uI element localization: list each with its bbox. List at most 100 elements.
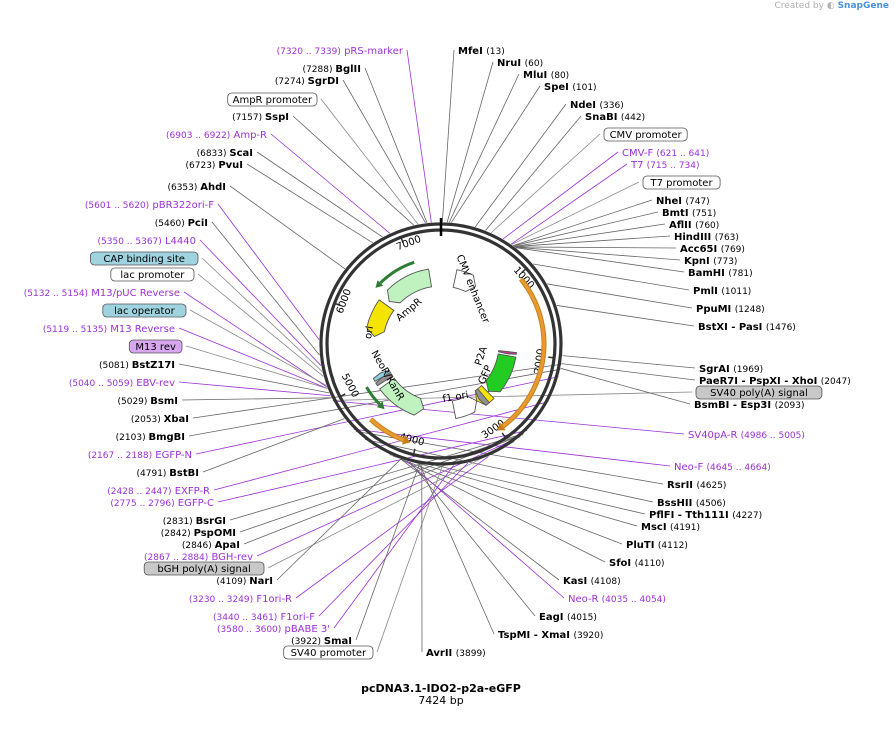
leader-bsrgi bbox=[229, 433, 524, 521]
map-title: pcDNA3.1-IDO2-p2a-eGFP 7424 bp bbox=[361, 682, 521, 707]
leader-f1ori-f bbox=[318, 462, 469, 617]
leader-exfp-r bbox=[213, 401, 549, 491]
feature-text: T7 promoter bbox=[650, 178, 714, 189]
enzyme-text: EagI (4015) bbox=[539, 612, 597, 623]
primer-text: (5040 .. 5059) EBV-rev bbox=[69, 378, 175, 389]
feature-text: SV40 promoter bbox=[291, 648, 367, 659]
label-bsshii: BssHII (4506) bbox=[657, 498, 726, 509]
enzyme-text: (2842) PspOMI bbox=[161, 528, 236, 539]
label-ahdi: (6353) AhdI bbox=[167, 182, 226, 193]
feature-text: AmpR promoter bbox=[233, 95, 313, 106]
leader-bsmi bbox=[181, 397, 332, 401]
enzyme-text: (4791) BstBI bbox=[137, 468, 200, 479]
leader-ndei bbox=[474, 103, 567, 228]
label-mlui: MluI (80) bbox=[523, 70, 569, 81]
leader-bstbi bbox=[202, 418, 345, 473]
primer-text: (2867 .. 2884) BGH-rev bbox=[144, 552, 253, 563]
label-tspmi-xmai: TspMI - XmaI (3920) bbox=[498, 630, 603, 641]
enzyme-text: AvrII (3899) bbox=[426, 648, 486, 659]
leader-sgrai bbox=[562, 355, 696, 369]
label-ppumi: PpuMI (1248) bbox=[696, 304, 765, 315]
label-bsmi: (5029) BsmI bbox=[117, 396, 178, 407]
backbone-outer bbox=[319, 222, 563, 466]
enzyme-text: (5081) BstZ17I bbox=[99, 360, 175, 371]
watermark-created-by: Created by bbox=[774, 1, 824, 11]
watermark: Created by ◐ SnapGene bbox=[774, 1, 889, 11]
leader-pmli bbox=[533, 263, 690, 291]
feature-box bbox=[603, 127, 688, 142]
plasmid-length: 7424 bp bbox=[418, 694, 463, 707]
leader-tspmi-xmai bbox=[419, 463, 495, 635]
leader-paer7i-pspxi-xhoi bbox=[561, 363, 696, 381]
leader-egfp-c bbox=[217, 429, 528, 503]
label-kpni: KpnI (773) bbox=[684, 256, 737, 267]
backbone-inner bbox=[325, 228, 557, 460]
feature-box bbox=[227, 92, 318, 107]
label-rsrii: RsrII (4625) bbox=[667, 480, 726, 491]
label-sgrai: SgrAI (1969) bbox=[699, 364, 763, 375]
enzyme-text: (3922) SmaI bbox=[291, 636, 352, 647]
label-t7-promoter: T7 promoter bbox=[642, 175, 721, 190]
enzyme-text: NdeI (336) bbox=[570, 100, 624, 111]
primer-text: (2775 .. 2796) EGFP-C bbox=[110, 498, 214, 509]
enzyme-text: PpuMI (1248) bbox=[696, 304, 765, 315]
leader-bgh-rev bbox=[256, 436, 521, 557]
enzyme-text: PaeR7I - PspXI - XhoI (2047) bbox=[699, 376, 851, 387]
enzyme-text: (7157) SspI bbox=[232, 112, 289, 123]
leader-ebv-rev bbox=[178, 381, 331, 397]
label-bmti: BmtI (751) bbox=[662, 208, 716, 219]
label-apai: (2846) ApaI bbox=[182, 540, 240, 551]
primer-text: (5350 .. 5367) L4440 bbox=[98, 236, 196, 247]
label-m13-rev: M13 rev bbox=[128, 339, 183, 354]
leader-msci bbox=[392, 455, 638, 527]
feature-box bbox=[695, 385, 823, 400]
leader-sv40-promoter bbox=[376, 465, 443, 653]
leader-aflii bbox=[514, 223, 666, 247]
leader-spei bbox=[451, 85, 541, 223]
leader-sspi bbox=[292, 115, 414, 226]
leader-bmti bbox=[513, 211, 659, 247]
primer-text: (5601 .. 5620) pBR322ori-F bbox=[85, 200, 214, 211]
feature-cmv-enhancer-arrow bbox=[452, 269, 477, 293]
label-scai: (6833) ScaI bbox=[197, 148, 253, 159]
tick-3000 bbox=[501, 432, 507, 439]
tick-label-6000: 6000 bbox=[335, 288, 354, 316]
primer-text: (3230 .. 3249) F1ori-R bbox=[189, 594, 292, 605]
orf-arc-2-head bbox=[401, 435, 411, 445]
feature-text: CMV promoter bbox=[610, 130, 683, 141]
enzyme-text: BamHI (781) bbox=[688, 268, 753, 279]
ampr-orf-arc bbox=[379, 260, 415, 285]
primer-text: (7320 .. 7339) pRS-marker bbox=[277, 46, 404, 57]
leader-eagi bbox=[409, 461, 536, 617]
leader-bsmbi-esp3i bbox=[560, 367, 691, 405]
enzyme-text: SfoI (4110) bbox=[609, 558, 665, 569]
leader-neo-r bbox=[406, 460, 565, 599]
leader-lac-promoter bbox=[197, 273, 324, 377]
enzyme-text: (6833) ScaI bbox=[197, 148, 253, 159]
label-m13-puc-reverse: (5132 .. 5154) M13/pUC Reverse bbox=[24, 288, 180, 299]
leader-nari bbox=[276, 458, 402, 581]
feature-box bbox=[128, 339, 183, 354]
leader-mfei bbox=[441, 49, 455, 223]
leader-nrui bbox=[446, 61, 494, 223]
neor-orf-arc-head bbox=[376, 401, 385, 410]
leader-bstxi-pasi bbox=[556, 305, 695, 327]
label-ebv-rev: (5040 .. 5059) EBV-rev bbox=[69, 378, 175, 389]
label-pcii: (5460) PciI bbox=[155, 218, 208, 229]
leader-acc65i bbox=[514, 246, 677, 249]
leader-smai bbox=[355, 463, 420, 641]
label-cmv-f: CMV-F (621 .. 641) bbox=[622, 148, 709, 159]
enzyme-text: NruI (60) bbox=[497, 58, 543, 69]
label-snabi: SnaBI (442) bbox=[585, 112, 645, 123]
label-sv40-poly-a-signal: SV40 poly(A) signal bbox=[695, 385, 823, 400]
label-pbr322ori-f: (5601 .. 5620) pBR322ori-F bbox=[85, 200, 214, 211]
feature-sv40pa-box bbox=[375, 373, 394, 387]
label-bamhi: BamHI (781) bbox=[688, 268, 753, 279]
feature-text: lac promoter bbox=[120, 270, 185, 281]
primer-text: (2428 .. 2447) EXFP-R bbox=[107, 486, 210, 497]
enzyme-text: (5460) PciI bbox=[155, 218, 208, 229]
leader-m13-rev bbox=[185, 345, 328, 389]
feature-text: bGH poly(A) signal bbox=[157, 564, 250, 575]
leader-kasi bbox=[400, 458, 560, 581]
enzyme-text: (6353) AhdI bbox=[167, 182, 226, 193]
